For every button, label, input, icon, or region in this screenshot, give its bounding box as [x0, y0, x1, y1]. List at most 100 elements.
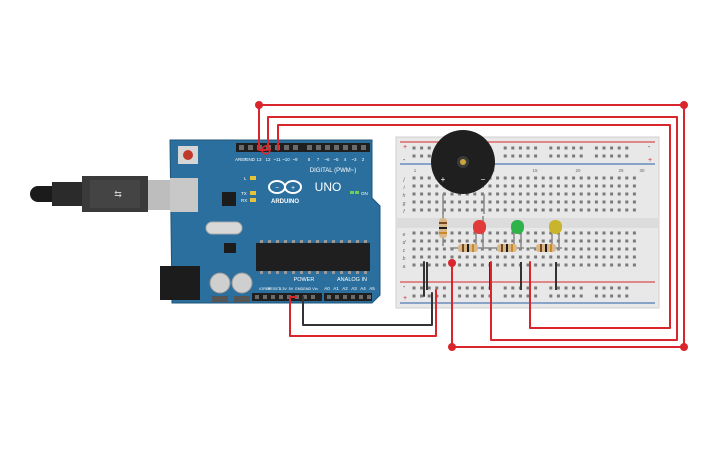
breadboard-hole[interactable] — [594, 286, 598, 290]
breadboard-hole[interactable] — [503, 263, 507, 267]
breadboard-hole[interactable] — [473, 239, 477, 243]
breadboard-hole[interactable] — [458, 294, 462, 298]
breadboard-hole[interactable] — [579, 200, 583, 204]
breadboard-hole[interactable] — [541, 184, 545, 188]
breadboard-hole[interactable] — [549, 294, 553, 298]
breadboard-hole[interactable] — [617, 294, 621, 298]
breadboard-hole[interactable] — [511, 146, 515, 150]
breadboard-hole[interactable] — [625, 247, 629, 251]
breadboard-hole[interactable] — [427, 154, 431, 158]
analog-header[interactable] — [324, 293, 372, 301]
breadboard-hole[interactable] — [602, 200, 606, 204]
breadboard-hole[interactable] — [617, 255, 621, 259]
wire-bend-point[interactable] — [255, 101, 263, 109]
breadboard-hole[interactable] — [572, 154, 576, 158]
breadboard-hole[interactable] — [511, 184, 515, 188]
breadboard-hole[interactable] — [534, 154, 538, 158]
breadboard-hole[interactable] — [625, 263, 629, 267]
breadboard-hole[interactable] — [572, 200, 576, 204]
breadboard-hole[interactable] — [435, 200, 439, 204]
breadboard-hole[interactable] — [602, 239, 606, 243]
breadboard-hole[interactable] — [420, 286, 424, 290]
piezo-buzzer[interactable]: + − — [431, 130, 495, 214]
breadboard-hole[interactable] — [556, 146, 560, 150]
breadboard-hole[interactable] — [602, 176, 606, 180]
breadboard-hole[interactable] — [526, 231, 530, 235]
breadboard-hole[interactable] — [420, 176, 424, 180]
breadboard-hole[interactable] — [625, 208, 629, 212]
breadboard-hole[interactable] — [572, 146, 576, 150]
breadboard-hole[interactable] — [420, 294, 424, 298]
breadboard-hole[interactable] — [617, 184, 621, 188]
breadboard-hole[interactable] — [549, 286, 553, 290]
breadboard-hole[interactable] — [594, 200, 598, 204]
breadboard-hole[interactable] — [610, 255, 614, 259]
breadboard-hole[interactable] — [473, 192, 477, 196]
breadboard-hole[interactable] — [610, 263, 614, 267]
breadboard-hole[interactable] — [556, 184, 560, 188]
breadboard-hole[interactable] — [518, 184, 522, 188]
breadboard-hole[interactable] — [412, 146, 416, 150]
breadboard-hole[interactable] — [632, 255, 636, 259]
breadboard-hole[interactable] — [549, 184, 553, 188]
breadboard-hole[interactable] — [465, 239, 469, 243]
breadboard-hole[interactable] — [511, 255, 515, 259]
breadboard-hole[interactable] — [556, 192, 560, 196]
breadboard-hole[interactable] — [632, 231, 636, 235]
breadboard-hole[interactable] — [412, 208, 416, 212]
breadboard-hole[interactable] — [526, 184, 530, 188]
breadboard-hole[interactable] — [617, 239, 621, 243]
breadboard-hole[interactable] — [541, 208, 545, 212]
breadboard-hole[interactable] — [503, 184, 507, 188]
breadboard-hole[interactable] — [503, 192, 507, 196]
wire-bend-point[interactable] — [680, 343, 688, 351]
breadboard-hole[interactable] — [587, 176, 591, 180]
breadboard-hole[interactable] — [587, 200, 591, 204]
breadboard-hole[interactable] — [617, 231, 621, 235]
breadboard-hole[interactable] — [587, 208, 591, 212]
breadboard-hole[interactable] — [412, 255, 416, 259]
breadboard-hole[interactable] — [503, 208, 507, 212]
breadboard-hole[interactable] — [579, 208, 583, 212]
breadboard-hole[interactable] — [427, 239, 431, 243]
breadboard-hole[interactable] — [564, 255, 568, 259]
breadboard-hole[interactable] — [412, 176, 416, 180]
breadboard-hole[interactable] — [442, 263, 446, 267]
breadboard-hole[interactable] — [579, 255, 583, 259]
breadboard-hole[interactable] — [518, 146, 522, 150]
breadboard-hole[interactable] — [556, 255, 560, 259]
breadboard-hole[interactable] — [579, 239, 583, 243]
breadboard-hole[interactable] — [572, 247, 576, 251]
arduino-board[interactable]: AREF GND 13 12 ~11 ~10 ~9 8 7 ~6 ~5 4 ~3… — [160, 139, 381, 304]
breadboard-hole[interactable] — [511, 200, 515, 204]
breadboard-hole[interactable] — [534, 176, 538, 180]
breadboard-hole[interactable] — [572, 263, 576, 267]
breadboard-hole[interactable] — [458, 239, 462, 243]
breadboard-hole[interactable] — [610, 247, 614, 251]
breadboard-hole[interactable] — [480, 286, 484, 290]
digital-header[interactable] — [236, 143, 370, 152]
breadboard-hole[interactable] — [511, 192, 515, 196]
breadboard-hole[interactable] — [534, 208, 538, 212]
breadboard-hole[interactable] — [587, 239, 591, 243]
breadboard-hole[interactable] — [579, 286, 583, 290]
breadboard-hole[interactable] — [526, 146, 530, 150]
breadboard-hole[interactable] — [534, 184, 538, 188]
breadboard-hole[interactable] — [610, 192, 614, 196]
breadboard-hole[interactable] — [625, 154, 629, 158]
breadboard-hole[interactable] — [503, 286, 507, 290]
breadboard-hole[interactable] — [579, 231, 583, 235]
breadboard-hole[interactable] — [549, 255, 553, 259]
breadboard-hole[interactable] — [511, 154, 515, 158]
breadboard-hole[interactable] — [625, 146, 629, 150]
breadboard-hole[interactable] — [465, 231, 469, 235]
breadboard-hole[interactable] — [420, 231, 424, 235]
breadboard-hole[interactable] — [534, 239, 538, 243]
breadboard-hole[interactable] — [579, 184, 583, 188]
breadboard-hole[interactable] — [473, 255, 477, 259]
breadboard-hole[interactable] — [442, 294, 446, 298]
usb-cable[interactable]: ⇆ — [30, 176, 170, 212]
breadboard-hole[interactable] — [427, 263, 431, 267]
breadboard-hole[interactable] — [412, 184, 416, 188]
breadboard-hole[interactable] — [435, 255, 439, 259]
